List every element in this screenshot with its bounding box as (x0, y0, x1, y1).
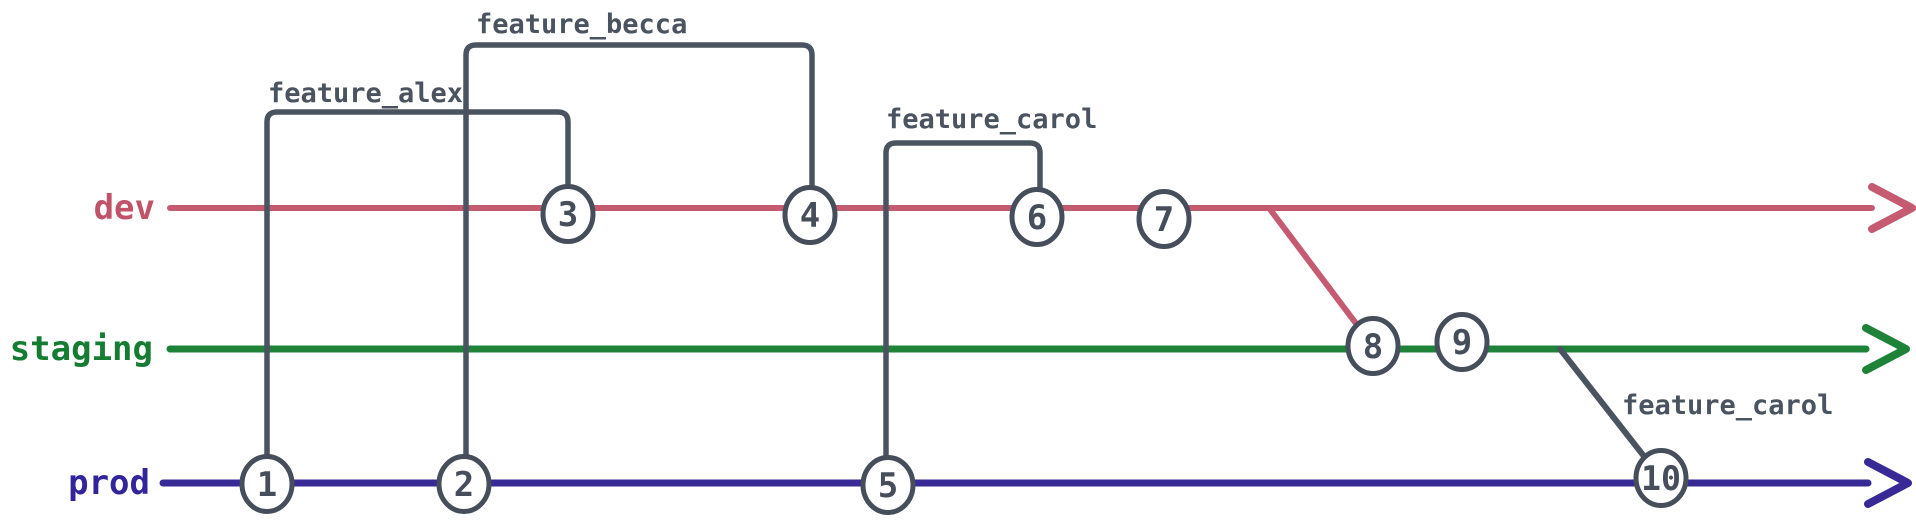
commit-node-9 (1434, 312, 1490, 372)
commit-node-10 (1633, 448, 1689, 508)
commit-number-9: 9 (1452, 323, 1472, 363)
commit-number-6: 6 (1027, 198, 1047, 238)
arrowhead-icon-dev (1868, 183, 1916, 233)
feature-label-feature_becca: feature_becca (476, 9, 687, 40)
arrowhead-icon-prod (1864, 458, 1912, 508)
commit-number-1: 1 (257, 465, 277, 505)
commit-number-10: 10 (1641, 459, 1681, 499)
branch-label-dev: dev (94, 188, 155, 228)
commit-node-7 (1136, 189, 1192, 249)
commit-node-5 (860, 455, 916, 515)
commit-number-8: 8 (1363, 327, 1383, 367)
branch-label-staging: staging (10, 329, 153, 369)
commit-number-5: 5 (878, 466, 898, 506)
feature-branch-line-feature_alex (264, 109, 571, 487)
commit-number-2: 2 (454, 465, 474, 505)
commit-node-2 (436, 454, 492, 514)
commit-number-4: 4 (800, 196, 820, 236)
commit-node-6 (1009, 187, 1065, 247)
feature-label-feature_alex: feature_alex (268, 78, 463, 109)
feature-branch-line-feature_becca (463, 42, 815, 487)
feature-branch-line-feature_carol (883, 140, 1043, 488)
feature-label-feature_carol_2: feature_carol (1622, 390, 1833, 421)
branch-label-prod: prod (68, 463, 150, 503)
commit-number-3: 3 (558, 195, 578, 235)
commit-number-7: 7 (1154, 200, 1174, 240)
commit-node-8 (1345, 316, 1401, 376)
commit-node-1 (239, 454, 295, 514)
commit-node-3 (540, 184, 596, 244)
arrowhead-icon-staging (1862, 324, 1910, 374)
commit-node-4 (782, 185, 838, 245)
feature-label-feature_carol: feature_carol (886, 104, 1097, 135)
